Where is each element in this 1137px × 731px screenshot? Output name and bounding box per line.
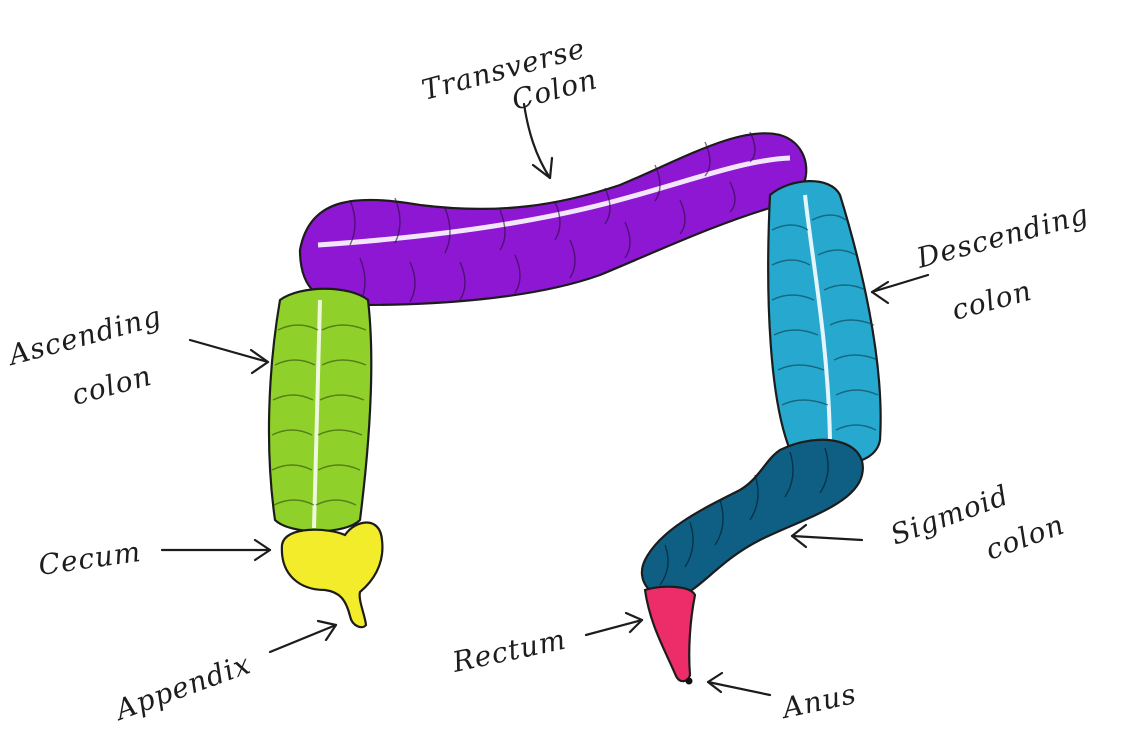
descending-arrow (872, 275, 928, 292)
label-appendix: Appendix (108, 647, 255, 727)
cecum (282, 523, 383, 628)
label-sigmoid-line2: colon (981, 508, 1069, 567)
sigmoid-colon-body (642, 440, 863, 597)
rectum (645, 587, 695, 685)
descending-arrow-head (872, 282, 888, 303)
sigmoid-colon (642, 440, 863, 597)
label-cecum: Cecum (36, 535, 143, 582)
ascending-arrow (190, 340, 268, 362)
label-descending-line1: Descending (912, 197, 1092, 275)
cecum-body (282, 523, 383, 628)
descending-colon-body (768, 181, 880, 464)
label-ascending-line2: colon (68, 359, 155, 412)
ascending-arrow-head (251, 350, 268, 373)
transverse-colon-body (300, 133, 806, 305)
ascending-colon (269, 289, 371, 532)
transverse-colon (300, 132, 806, 305)
descending-colon (768, 181, 880, 464)
sigmoid-arrow (792, 536, 862, 540)
label-anus: Anus (777, 677, 860, 725)
label-rectum: Rectum (449, 623, 569, 679)
rectum-body (645, 587, 695, 681)
label-descending-line2: colon (948, 274, 1035, 327)
anus-dot (686, 678, 693, 685)
